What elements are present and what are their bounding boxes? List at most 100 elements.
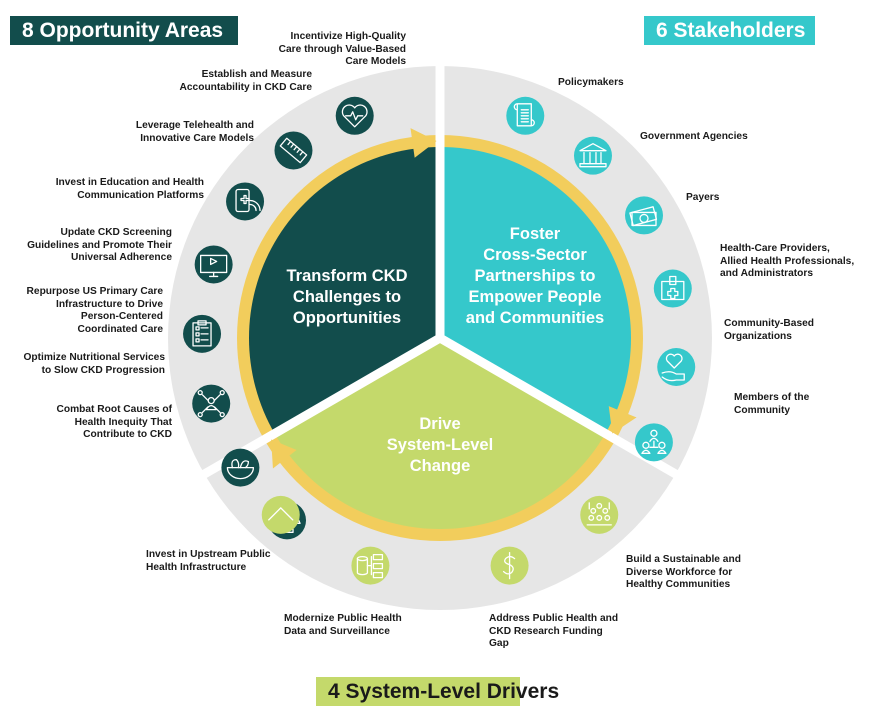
foster-line: Partnerships to: [474, 267, 596, 285]
label-line: Healthy Communities: [626, 579, 731, 590]
drive-line: System-Level: [386, 436, 494, 454]
drive-change-text: Drive System-Level Change: [360, 414, 520, 477]
opportunity-icon-circle: [226, 182, 265, 221]
icon-stroke: [213, 406, 221, 414]
transform-line: Challenges to: [292, 288, 402, 306]
label-line: Invest in Upstream Public: [146, 549, 271, 560]
icon-stroke: [602, 507, 609, 514]
icon-stroke: [356, 557, 369, 576]
label-line: Person-Centered: [80, 311, 163, 322]
foster-line: and Communities: [465, 309, 605, 327]
icon-stroke: [268, 507, 294, 521]
clipboard-checklist-icon: [183, 314, 222, 353]
icon-stroke: [650, 429, 658, 437]
money-bills-icon: [625, 196, 664, 235]
transform-ckd-text: Transform CKD Challenges to Opportunitie…: [262, 266, 432, 329]
network-person-icon: [192, 384, 231, 423]
icon-stroke: [658, 441, 666, 449]
heart-pulse-icon: [335, 96, 374, 135]
label-line: Communication Platforms: [77, 189, 204, 201]
system-drivers-title: 4 System-Level Drivers: [316, 677, 559, 706]
icon-stroke: [513, 103, 535, 127]
icon-stroke: [201, 406, 209, 414]
label-line: Allied Health Professionals,: [720, 255, 855, 267]
icon-stroke: [596, 502, 603, 509]
label-line: Diverse Workforce for: [626, 566, 733, 578]
cycle-arrowhead: [271, 439, 297, 469]
scroll-icon: [506, 96, 545, 135]
label-line: Address Public Health and: [489, 613, 619, 624]
icon-stroke: [345, 111, 364, 121]
label-line: Community-Based: [724, 318, 815, 329]
driver-label: Invest in Upstream Public Health Infrast…: [146, 549, 286, 574]
label-line: Data and Surveillance: [284, 625, 390, 637]
icon-stroke: [665, 353, 683, 369]
icon-stroke: [197, 411, 203, 418]
icon-stroke: [661, 371, 685, 382]
icon-stroke: [341, 104, 368, 128]
icon-stroke: [579, 163, 607, 168]
label-line: Care Models: [345, 56, 406, 67]
cycle-arrowhead: [608, 406, 637, 434]
drive-line: Drive: [419, 415, 461, 433]
icon-stroke: [649, 437, 659, 442]
label-line: CKD Research Funding: [489, 625, 603, 637]
driver-icon-circle: [261, 495, 300, 534]
label-line: and Administrators: [720, 268, 814, 279]
label-line: Organizations: [724, 330, 792, 342]
icon-stroke: [590, 507, 597, 514]
icon-stroke: [579, 143, 607, 152]
driver-label: Address Public Health and CKD Research F…: [489, 613, 619, 651]
workforce-group-icon: [580, 495, 619, 534]
stakeholder-label: Community-Based Organizations: [724, 318, 844, 343]
icon-stroke: [213, 394, 221, 401]
label-line: Payers: [686, 192, 720, 203]
icon-stroke: [201, 394, 209, 401]
stakeholder-label: Government Agencies: [640, 131, 780, 144]
icon-stroke: [372, 553, 384, 561]
food-bowl-icon: [221, 448, 260, 487]
icon-stroke: [604, 514, 611, 521]
label-line: Members of the: [734, 392, 810, 403]
foster-line: Foster: [509, 225, 561, 243]
icon-stroke: [588, 514, 595, 521]
icon-stroke: [287, 140, 292, 146]
icon-stroke: [642, 441, 650, 449]
label-line: Modernize Public Health: [284, 613, 402, 624]
icon-stroke: [219, 411, 225, 418]
label-line: Contribute to CKD: [83, 429, 172, 440]
icon-stroke: [197, 389, 203, 396]
label-line: Gap: [489, 638, 509, 649]
icon-stroke: [366, 555, 373, 576]
driver-label: Modernize Public Health Data and Surveil…: [284, 613, 414, 638]
label-line: Leverage Telehealth and: [135, 120, 254, 131]
government-building-icon: [573, 136, 612, 175]
driver-label: Build a Sustainable and Diverse Workforc…: [626, 554, 756, 592]
icon-stroke: [195, 332, 200, 337]
icon-stroke: [293, 145, 298, 151]
label-line: Care through Value-Based: [278, 43, 406, 55]
label-line: Combat Root Causes of: [56, 404, 172, 415]
label-line: Policymakers: [558, 77, 624, 88]
opportunity-label: Update CKD Screening Guidelines and Prom…: [20, 227, 172, 265]
opportunity-label: Leverage Telehealth and Innovative Care …: [100, 120, 254, 145]
heart-hand-icon: [657, 348, 696, 387]
icon-stroke: [192, 322, 212, 347]
label-line: Government Agencies: [640, 131, 748, 142]
label-line: Guidelines and Promote Their: [27, 239, 172, 251]
icon-stroke: [299, 151, 304, 156]
icon-stroke: [669, 275, 677, 286]
foster-line: Cross-Sector: [483, 246, 587, 264]
stakeholder-label: Policymakers: [558, 77, 678, 90]
upward-chevron-icon: [261, 495, 300, 534]
icon-stroke: [596, 514, 603, 521]
label-line: Build a Sustainable and: [626, 554, 741, 565]
label-line: Establish and Measure: [201, 69, 312, 80]
dollar-icon: [490, 546, 529, 585]
label-line: Universal Adherence: [71, 252, 172, 263]
icon-stroke: [195, 338, 200, 343]
icon-stroke: [219, 389, 225, 396]
icon-stroke: [372, 571, 384, 579]
stakeholders-title: 6 Stakeholders: [644, 16, 815, 45]
